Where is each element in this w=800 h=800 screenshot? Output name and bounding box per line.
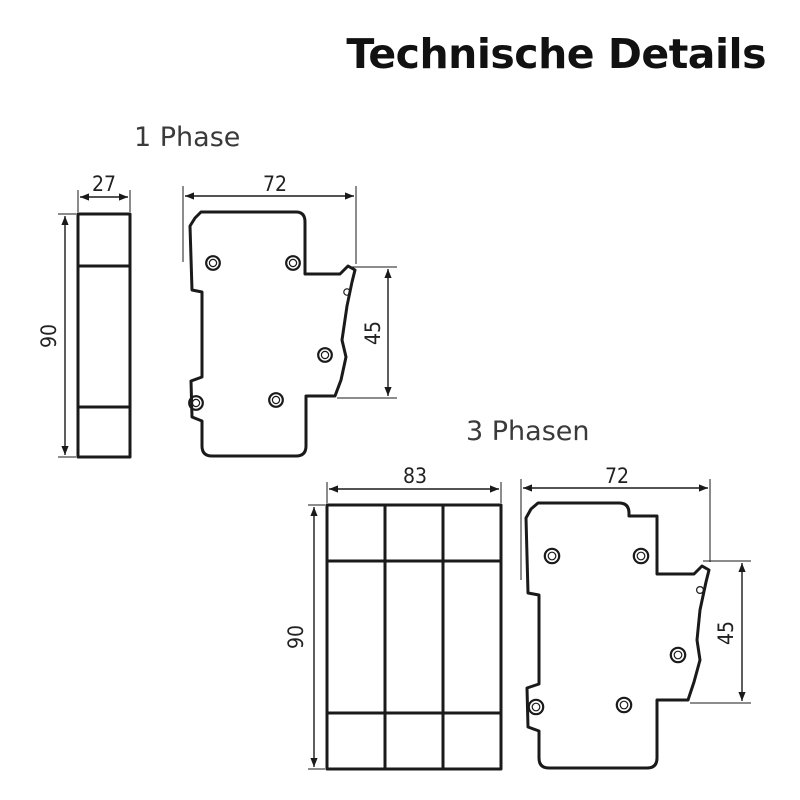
front-outline — [76, 212, 132, 459]
dimension-width-side-3: 72 — [520, 464, 711, 580]
front-outline-3 — [325, 503, 503, 771]
dim-label-90: 90 — [37, 324, 61, 348]
dim-label-72-3: 72 — [605, 464, 629, 488]
section-label-3-phasen: 3 Phasen — [466, 416, 590, 447]
dimension-height-3: 90 — [284, 504, 325, 770]
front-view-1-phase — [76, 212, 132, 459]
dim-label-72: 72 — [263, 172, 287, 196]
dim-label-90-3: 90 — [284, 625, 308, 649]
dimension-mid-3: 45 — [690, 560, 751, 704]
section-label-1-phase: 1 Phase — [134, 122, 241, 153]
dim-label-45-3: 45 — [714, 621, 738, 645]
side-profile — [188, 210, 357, 458]
dimension-width-front-3: 83 — [326, 464, 502, 503]
dim-label-83: 83 — [403, 464, 427, 488]
dimension-width-front-1: 27 — [77, 172, 131, 212]
dimension-width-side-1: 72 — [182, 172, 357, 264]
front-view-3-phasen — [325, 503, 503, 771]
dimension-height-1: 90 — [37, 213, 76, 458]
dim-label-27: 27 — [92, 172, 116, 196]
dimension-mid-1: 45 — [337, 266, 397, 399]
side-view-3-phasen — [524, 501, 711, 770]
dim-label-45: 45 — [361, 321, 385, 345]
side-profile-3 — [524, 501, 711, 770]
side-view-1-phase — [188, 210, 357, 458]
page-title: Technische Details — [346, 30, 766, 78]
